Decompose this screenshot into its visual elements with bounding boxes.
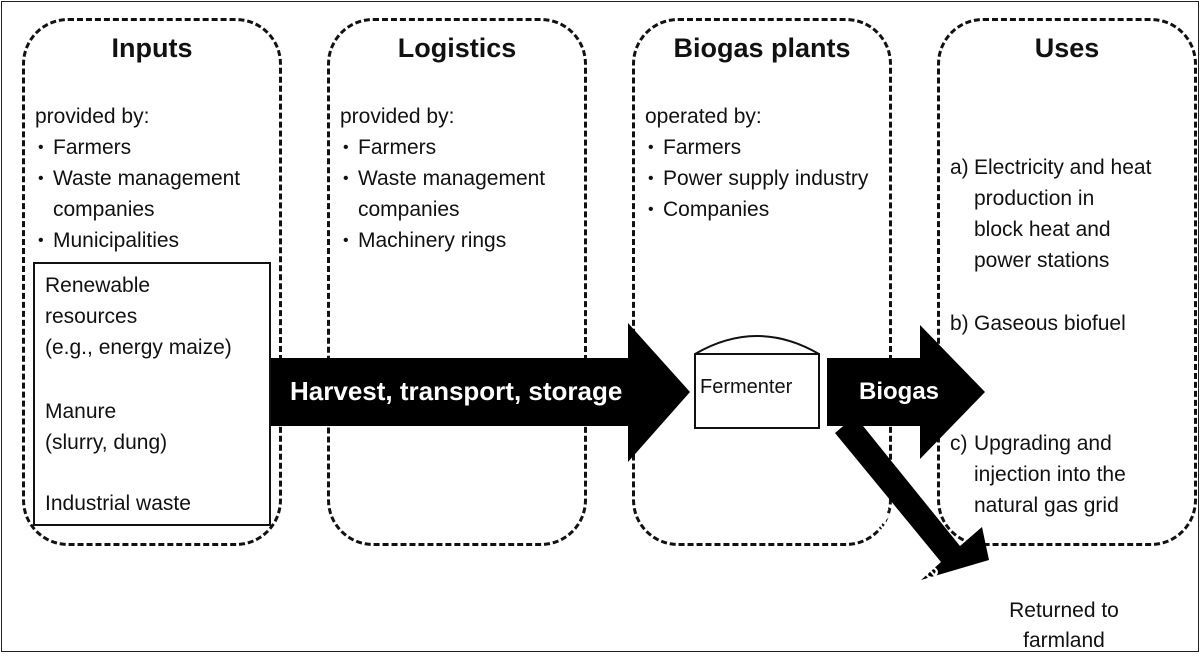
biogas-plants-operated-by: operated by: Farmers Power supply indust… xyxy=(645,101,887,225)
biogas-plants-operator-list: Farmers Power supply industry Companies xyxy=(645,132,887,225)
inputs-provider-waste-management: Waste management companies xyxy=(35,163,277,225)
biogas-plants-column xyxy=(632,18,892,546)
biogas-plants-title: Biogas plants xyxy=(673,33,851,63)
logistics-column xyxy=(327,18,587,546)
resource-renewable: Renewable resources (e.g., energy maize) xyxy=(45,274,232,359)
uses-title: Uses xyxy=(1034,33,1100,63)
inputs-provided-label: provided by: xyxy=(35,105,150,128)
biogas-plants-operator-farmers: Farmers xyxy=(645,132,887,163)
use-item-text: Electricity and heat production in block… xyxy=(974,156,1152,272)
inputs-provider-list: Farmers Waste management companies Munic… xyxy=(35,132,277,256)
harvest-arrow-label: Harvest, transport, storage xyxy=(290,376,623,406)
inputs-title: Inputs xyxy=(111,33,193,63)
logistics-provider-list: Farmers Waste management companies Machi… xyxy=(340,132,582,256)
biogas-plants-operated-label: operated by: xyxy=(645,105,762,128)
use-item-biofuel: b)Gaseous biofuel xyxy=(950,308,1126,339)
inputs-provided-by: provided by: Farmers Waste management co… xyxy=(35,101,277,256)
use-item-electricity: a)Electricity and heat production in blo… xyxy=(950,152,1151,276)
resource-manure: Manure (slurry, dung) xyxy=(45,400,168,454)
use-item-letter: b) xyxy=(950,312,969,335)
use-item-text: Upgrading and injection into the natural… xyxy=(974,432,1126,517)
logistics-provider-waste-management: Waste management companies xyxy=(340,163,582,225)
fermenter-label: Fermenter xyxy=(700,376,793,398)
use-item-letter: c) xyxy=(950,432,968,455)
logistics-title: Logistics xyxy=(397,33,517,63)
resource-industrial-waste: Industrial waste xyxy=(45,492,191,515)
uses-column xyxy=(937,18,1197,546)
inputs-column xyxy=(22,18,282,546)
use-item-text: Gaseous biofuel xyxy=(974,312,1126,335)
logistics-provider-farmers: Farmers xyxy=(340,132,582,163)
inputs-provider-municipalities: Municipalities xyxy=(35,225,277,256)
use-item-upgrading: c) Upgrading and injection into the natur… xyxy=(950,428,1126,521)
logistics-provided-by: provided by: Farmers Waste management co… xyxy=(340,101,582,256)
inputs-provider-farmers: Farmers xyxy=(35,132,277,163)
harvest-arrow xyxy=(266,323,690,462)
digestates-arrow xyxy=(835,416,989,580)
fermenter-icon xyxy=(694,335,820,429)
biogas-plants-operator-power-supply: Power supply industry xyxy=(645,163,887,194)
use-item-letter: a) xyxy=(950,156,969,179)
biogas-arrow xyxy=(827,325,985,459)
biogas-arrow-label: Biogas xyxy=(859,378,940,405)
biogas-plants-operator-companies: Companies xyxy=(645,194,887,225)
logistics-provided-label: provided by: xyxy=(340,105,455,128)
returned-to-farmland-label: Returned to farmland xyxy=(1009,599,1119,652)
logistics-provider-machinery-rings: Machinery rings xyxy=(340,225,582,256)
resources-box: Renewable resources (e.g., energy maize)… xyxy=(33,262,271,526)
uses-list: a)Electricity and heat production in blo… xyxy=(950,0,1190,654)
